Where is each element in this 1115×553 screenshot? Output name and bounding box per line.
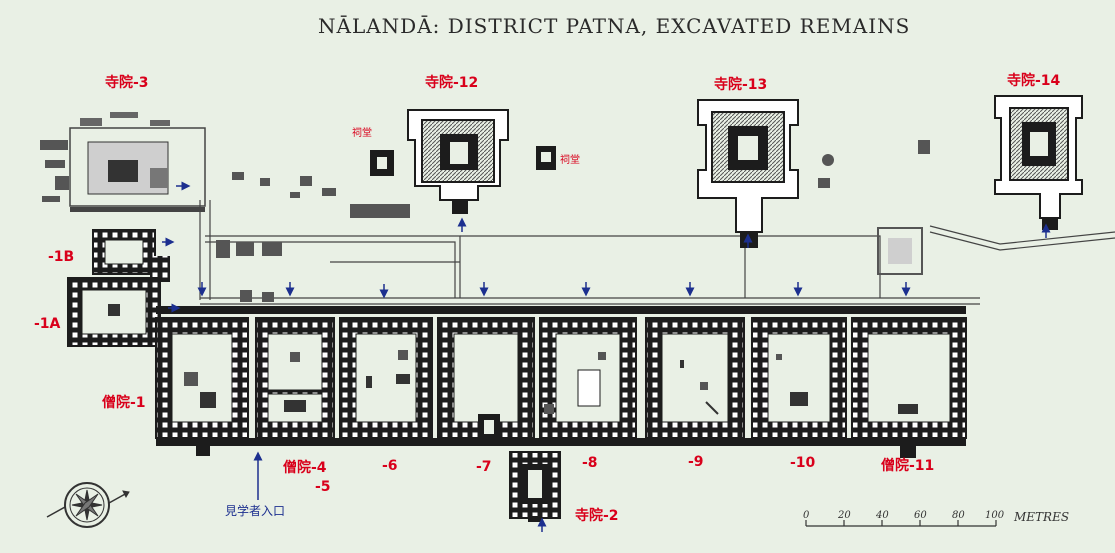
temple-2	[509, 451, 561, 522]
shrine-right	[536, 146, 556, 170]
monastery-7	[437, 317, 535, 442]
monastery-4-5	[255, 317, 335, 439]
monastery-9	[645, 317, 745, 439]
scale-tick-0: 0	[803, 510, 810, 521]
label-temple-13: 寺院-13	[714, 77, 768, 93]
monastery-1b	[92, 229, 170, 282]
label-temple-2: 寺院-2	[575, 508, 619, 524]
scale-bar	[805, 520, 997, 527]
scale-unit: METRES	[1014, 510, 1070, 524]
monastery-1	[155, 317, 249, 456]
label-shrine-left: 祠堂	[352, 128, 372, 139]
temple-12	[407, 109, 509, 214]
label-temple-12: 寺院-12	[425, 75, 479, 91]
monastery-row	[155, 306, 967, 458]
label-monastery-10: -10	[790, 455, 816, 471]
monastery-8	[539, 317, 637, 439]
label-visitor-entrance: 見学者入口	[225, 504, 286, 518]
monastery-1a	[67, 277, 161, 347]
misc-ruins	[216, 140, 930, 302]
monastery-11	[851, 317, 967, 458]
scale-tick-100: 100	[985, 510, 1005, 521]
label-monastery-9: -9	[688, 454, 704, 470]
temple-14	[994, 95, 1083, 230]
label-monastery-1a: -1A	[34, 316, 61, 332]
label-monastery-1b: -1B	[48, 249, 75, 265]
scale-tick-40: 40	[876, 510, 889, 521]
label-monastery-11: 僧院-11	[881, 458, 935, 474]
temple-13	[697, 99, 799, 248]
shrine-left	[370, 150, 394, 176]
compass-icon	[46, 482, 130, 528]
label-monastery-5: -5	[315, 479, 331, 495]
walkways	[199, 200, 1115, 305]
label-monastery-4: 僧院-4	[283, 460, 327, 476]
label-monastery-7: -7	[476, 459, 492, 475]
label-shrine-right: 祠堂	[560, 155, 580, 166]
scale-tick-60: 60	[914, 510, 927, 521]
scale-tick-20: 20	[838, 510, 851, 521]
label-monastery-8: -8	[582, 455, 598, 471]
temple-3-ruins	[40, 112, 206, 212]
entry-arrows	[162, 181, 1051, 532]
label-temple-14: 寺院-14	[1007, 73, 1061, 89]
label-monastery-6: -6	[382, 458, 398, 474]
monastery-6	[339, 317, 433, 439]
scale-tick-80: 80	[952, 510, 965, 521]
label-monastery-1: 僧院-1	[102, 395, 146, 411]
monastery-10	[751, 317, 847, 439]
label-temple-3: 寺院-3	[105, 75, 149, 91]
